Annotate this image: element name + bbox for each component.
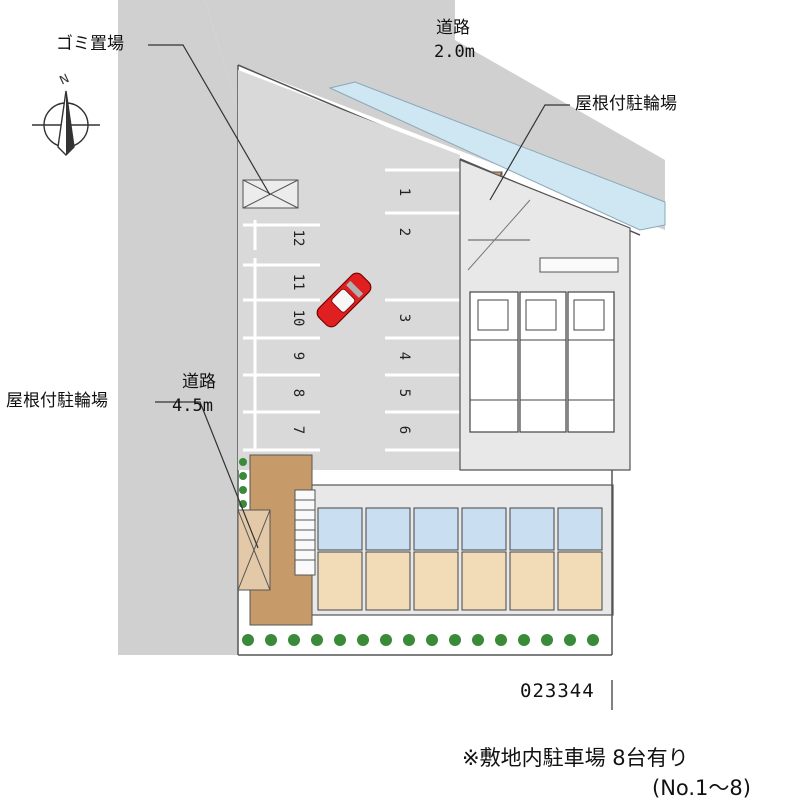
trees bbox=[239, 458, 599, 646]
trash-area-label: ゴミ置場 bbox=[56, 34, 124, 54]
parking-space-number: 2 bbox=[396, 228, 412, 236]
road-left-name: 道路 bbox=[182, 372, 216, 392]
tree-icon bbox=[495, 634, 507, 646]
parking-space-number: 1 bbox=[396, 188, 412, 196]
tree-icon bbox=[403, 634, 415, 646]
unit-room bbox=[509, 551, 555, 611]
road-left-width: 4.5m bbox=[172, 396, 213, 416]
road-top-width: 2.0m bbox=[434, 42, 475, 62]
tree-icon bbox=[265, 634, 277, 646]
tree-icon bbox=[357, 634, 369, 646]
tree-icon bbox=[541, 634, 553, 646]
parking-stalls-left bbox=[243, 220, 320, 452]
property-code: 023344 bbox=[520, 680, 595, 702]
parking-space-number: 11 bbox=[290, 274, 306, 291]
building-right-units bbox=[469, 291, 615, 433]
unit-wet-area bbox=[461, 507, 507, 551]
tree-icon bbox=[472, 634, 484, 646]
road-left bbox=[118, 0, 238, 655]
canal bbox=[328, 81, 666, 231]
parking-notice: ※敷地内駐車場 8台有り bbox=[462, 746, 689, 770]
tree-icon bbox=[288, 634, 300, 646]
parking-stalls-right bbox=[385, 168, 465, 452]
car-icon bbox=[316, 272, 372, 328]
tree-icon bbox=[242, 634, 254, 646]
tree-icon bbox=[239, 486, 247, 494]
tree-icon bbox=[311, 634, 323, 646]
compass-icon: N bbox=[32, 71, 100, 156]
unit-wet-area bbox=[317, 507, 363, 551]
parking-space-number: 12 bbox=[290, 230, 306, 247]
parking-space-number: 4 bbox=[396, 352, 412, 360]
unit-wet-area bbox=[557, 507, 603, 551]
unit-wet-area bbox=[509, 507, 555, 551]
parking-space-number: 10 bbox=[290, 310, 306, 327]
parking-space-number: 9 bbox=[290, 352, 306, 360]
leader-lines bbox=[148, 44, 570, 549]
tree-icon bbox=[449, 634, 461, 646]
unit-room bbox=[413, 551, 459, 611]
parking-notice-range: (No.1～8) bbox=[652, 776, 751, 800]
tree-icon bbox=[518, 634, 530, 646]
unit-room bbox=[557, 551, 603, 611]
tree-icon bbox=[239, 458, 247, 466]
tree-icon bbox=[564, 634, 576, 646]
parking-space-number: 8 bbox=[290, 389, 306, 397]
road-top-name: 道路 bbox=[436, 18, 470, 38]
svg-text:N: N bbox=[57, 71, 71, 87]
unit-room bbox=[317, 551, 363, 611]
unit-room bbox=[365, 551, 411, 611]
unit-room bbox=[461, 551, 507, 611]
bike-parking-top-label: 屋根付駐輪場 bbox=[575, 94, 677, 114]
tree-icon bbox=[426, 634, 438, 646]
unit-wet-area bbox=[413, 507, 459, 551]
unit-wet-area bbox=[365, 507, 411, 551]
tree-icon bbox=[334, 634, 346, 646]
tree-icon bbox=[587, 634, 599, 646]
tree-icon bbox=[380, 634, 392, 646]
bike-parking-left-label: 屋根付駐輪場 bbox=[6, 391, 108, 411]
building-lower-units bbox=[317, 507, 603, 611]
parking-space-number: 3 bbox=[396, 314, 412, 322]
tree-icon bbox=[239, 472, 247, 480]
parking-space-number: 6 bbox=[396, 426, 412, 434]
parking-space-number: 5 bbox=[396, 389, 412, 397]
parking-space-number: 7 bbox=[290, 426, 306, 434]
